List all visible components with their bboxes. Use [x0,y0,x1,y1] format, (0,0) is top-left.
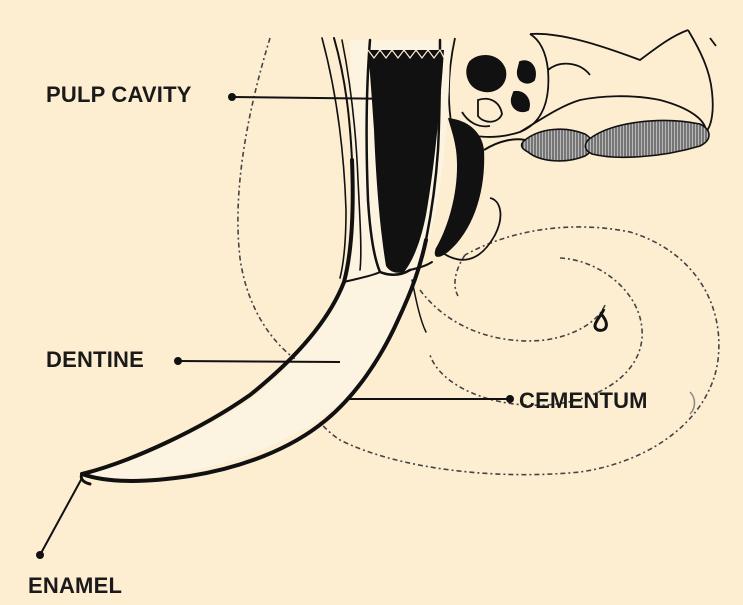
hatched-band-right [585,121,709,158]
hatched-band-left [522,129,593,161]
gum-outline [484,139,525,150]
cementum-label: CEMENTUM [519,388,648,414]
spongy-bone [449,34,590,137]
label-bracket [690,392,695,414]
enamel-label: ENAMEL [28,573,122,599]
pulp-cavity-label: PULP CAVITY [46,82,192,108]
dentine-label: DENTINE [46,347,144,373]
nerve-hook [595,309,606,330]
